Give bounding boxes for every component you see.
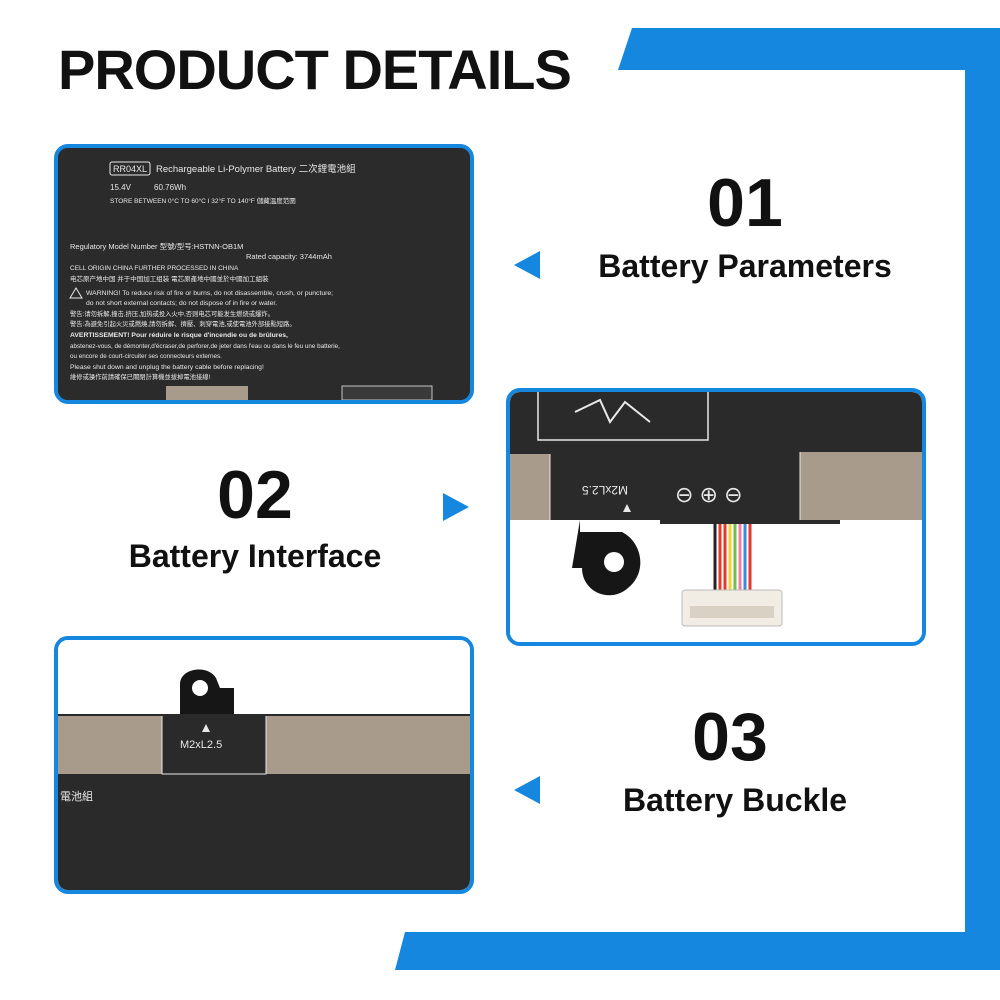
- feature-caption-03: Battery Buckle: [622, 782, 848, 818]
- label-type: Rechargeable Li-Polymer Battery 二次鋰電池組: [156, 163, 356, 175]
- feature-number-02: 02: [217, 457, 293, 533]
- foam-pad-left: [510, 454, 550, 520]
- warning-icon: [69, 287, 83, 299]
- label-warning-cn-2: 警告:為避免引起火災或燃燒,請勿拆解、擠壓、刺穿電池,或使電池外部接點短路。: [70, 319, 296, 328]
- label-regulatory: Regulatory Model Number 型號/型号:HSTNN-OB1M: [70, 241, 243, 251]
- label-origin-cn: 电芯原产地中国 并于中国加工组装 電芯原產地中國並於中國加工組裝: [70, 274, 269, 283]
- screw-size-text: M2xL2.5: [180, 739, 222, 751]
- battery-chinese-text: 電池組: [60, 790, 93, 803]
- label-avert-1: AVERTISSEMENT! Pour réduire le risque d'…: [70, 332, 288, 339]
- label-warning-2: do not short external contacts; do not d…: [86, 300, 277, 307]
- feature-caption-01: Battery Parameters: [598, 248, 892, 284]
- label-avert-3: ou encore de court-circuiter ses connect…: [70, 353, 222, 360]
- foam-pad-right: [800, 452, 922, 520]
- label-voltage: 15.4V: [110, 183, 132, 192]
- battery-buckle-photo: M2xL2.5 電池組: [54, 636, 474, 894]
- battery-interface-photo: M2xL2.5 ⊖ ⊕ ⊖: [506, 388, 926, 646]
- label-energy: 60.76Wh: [154, 183, 186, 192]
- label-warning-cn-1: 警告:请勿拆解,撞击,挤压,加热或投入火中,否则电芯可能发生燃烧或爆炸。: [70, 309, 274, 318]
- screw-arrow-icon: [202, 724, 210, 732]
- feature-number-01: 01: [707, 165, 783, 241]
- pointer-left-icon: [514, 776, 540, 804]
- foam-pad-right: [266, 716, 470, 774]
- screw-size-text: M2xL2.5: [582, 483, 628, 497]
- label-capacity: Rated capacity: 3744mAh: [246, 252, 332, 261]
- cable-wires: [713, 524, 752, 592]
- label-avert-2: abstenez-vous, de démonter,d'écraser,de …: [70, 343, 340, 350]
- label-store: STORE BETWEEN 0°C TO 60°C I 32°F TO 140°…: [110, 196, 296, 205]
- polarity-symbols: ⊖ ⊕ ⊖: [675, 482, 743, 507]
- feature-number-03: 03: [692, 699, 768, 775]
- battery-interface-illustration: M2xL2.5 ⊖ ⊕ ⊖: [510, 392, 922, 642]
- feature-caption-02: Battery Interface: [128, 538, 382, 574]
- label-warning-1: WARNING! To reduce risk of fire or burns…: [86, 290, 333, 297]
- battery-label-illustration: RR04XL Rechargeable Li-Polymer Battery 二…: [58, 148, 470, 400]
- page-title: PRODUCT DETAILS: [58, 38, 572, 101]
- battery-buckle-illustration: M2xL2.5 電池組: [58, 640, 470, 890]
- screw-arrow-icon: [623, 504, 631, 512]
- pointer-left-icon: [514, 251, 540, 279]
- foam-pad: [166, 386, 248, 400]
- label-model: RR04XL: [113, 164, 147, 174]
- foam-pad-left: [58, 716, 162, 774]
- battery-label-photo: RR04XL Rechargeable Li-Polymer Battery 二…: [54, 144, 474, 404]
- pointer-right-icon: [443, 493, 469, 521]
- label-origin: CELL ORIGIN CHINA FURTHER PROCESSED IN C…: [70, 265, 239, 272]
- label-shutdown-cn: 維修或操作前請確保已關閉計算機並拔掉電池接線!: [70, 372, 211, 381]
- label-shutdown: Please shut down and unplug the battery …: [70, 364, 264, 371]
